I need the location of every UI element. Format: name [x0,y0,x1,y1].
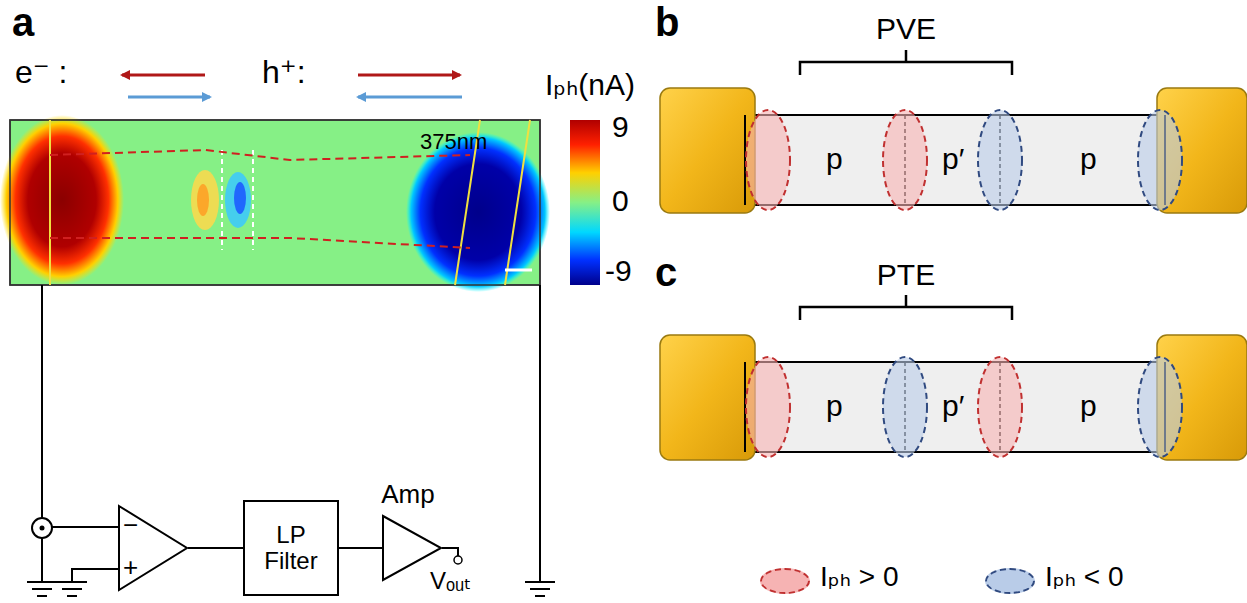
wire [188,547,243,549]
label: p′ [942,389,964,422]
label: p [826,142,843,175]
label: p′ [942,142,964,175]
label: 9 [612,110,629,143]
label: -9 [605,254,632,287]
label: PVE [876,12,936,45]
legend-swatch [985,568,1035,594]
op-amp: −+ [118,505,188,591]
legend-text: Iₚₕ < 0 [1045,562,1124,593]
legend-swatch [760,568,810,594]
label: c [655,250,677,294]
label: p [1080,142,1097,175]
node-text: LP Filter [251,522,331,575]
wire [339,547,382,549]
amplifier-outline [382,515,442,581]
label: e⁻ : [15,55,67,90]
label: Vₒᵤₜ [430,568,471,594]
label: b [655,0,679,44]
node-text: + [123,553,138,582]
filter-box: LP Filter [243,500,339,596]
label: p [826,389,843,422]
node-text: − [123,511,138,540]
label: h⁺: [262,55,306,90]
node-text: Amp [381,480,434,509]
label: p [1080,389,1097,422]
label: 375nm [420,130,487,154]
label: a [12,0,34,44]
amplifier: Amp [382,515,442,581]
label: Iₚₕ(nA) [545,68,635,101]
label: PTE [877,258,935,291]
legend-text: Iₚₕ > 0 [820,562,899,593]
label: 0 [612,184,629,217]
